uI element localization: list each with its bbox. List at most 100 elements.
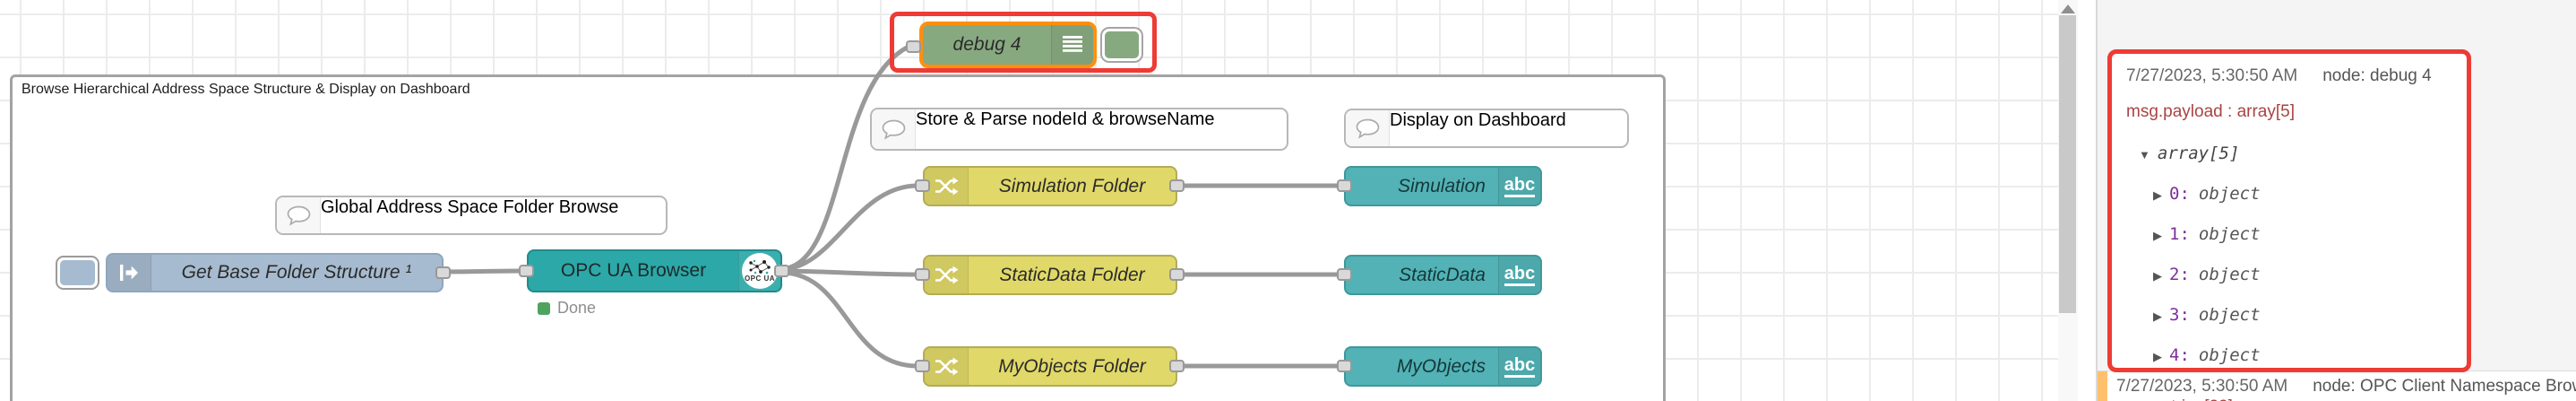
switch-node-label: StaticData Folder bbox=[999, 264, 1145, 285]
wire-inject-to-opcua[interactable] bbox=[440, 268, 524, 275]
text-node-label: MyObjects bbox=[1396, 355, 1486, 377]
opcua-node-status: Done bbox=[538, 299, 596, 318]
switch-shuffle-icon bbox=[925, 168, 969, 205]
port-switch-myobj-output[interactable] bbox=[1169, 360, 1185, 372]
inject-trigger-button[interactable] bbox=[56, 256, 99, 290]
inject-node[interactable]: Get Base Folder Structure ¹ bbox=[106, 253, 444, 292]
inject-node-label: Get Base Folder Structure ¹ bbox=[181, 262, 412, 283]
port-text-static-input[interactable] bbox=[1337, 268, 1352, 281]
tree-root-label: array[5] bbox=[2157, 144, 2240, 163]
comment-node-display-dashboard[interactable]: Display on Dashboard bbox=[1344, 109, 1629, 148]
debug-message-timestamp: 7/27/2023, 5:30:50 AM bbox=[2116, 377, 2288, 396]
switch-node-myobjects-folder[interactable]: MyObjects Folder bbox=[923, 346, 1177, 387]
debug-message-property: msg : string[22] bbox=[2116, 397, 2233, 401]
tree-item-type: object bbox=[2198, 184, 2261, 204]
tree-item-key: 4: bbox=[2169, 345, 2190, 365]
tree-item-key: 0: bbox=[2169, 184, 2190, 204]
text-node-simulation[interactable]: Simulation abc bbox=[1344, 166, 1542, 206]
debug-message-opc-client[interactable]: 7/27/2023, 5:30:50 AM node: OPC Client N… bbox=[2098, 370, 2576, 401]
comment-label: Global Address Space Folder Browse bbox=[321, 197, 619, 217]
comment-label: Store & Parse nodeId & browseName bbox=[916, 109, 1215, 129]
debug-message-debug4[interactable]: 7/27/2023, 5:30:50 AM node: debug 4 msg.… bbox=[2107, 49, 2471, 372]
abc-icon: abc bbox=[1498, 168, 1540, 205]
opcua-icon-text: OPC UA bbox=[744, 275, 776, 283]
tree-item-type: object bbox=[2198, 345, 2261, 365]
message-highlight-bar bbox=[2098, 371, 2107, 401]
tree-item-type: object bbox=[2198, 265, 2261, 284]
comment-label: Display on Dashboard bbox=[1390, 110, 1566, 130]
debug-message-source-node: node: debug 4 bbox=[2322, 66, 2432, 85]
debug-enable-toggle[interactable] bbox=[1100, 27, 1143, 63]
wire-opcua-to-switch-myobj[interactable] bbox=[779, 270, 920, 369]
port-switch-static-input[interactable] bbox=[915, 268, 930, 281]
debug-message-timestamp: 7/27/2023, 5:30:50 AM bbox=[2126, 66, 2298, 85]
status-text: Done bbox=[557, 299, 597, 317]
expand-arrow-icon[interactable]: ▶ bbox=[2153, 350, 2162, 363]
switch-node-label: MyObjects Folder bbox=[998, 355, 1146, 377]
scroll-up-arrow-icon[interactable] bbox=[2061, 4, 2075, 13]
text-node-staticdata[interactable]: StaticData abc bbox=[1344, 255, 1542, 295]
collapse-arrow-icon[interactable]: ▼ bbox=[2139, 148, 2150, 161]
abc-icon: abc bbox=[1498, 257, 1540, 293]
comment-node-store-parse[interactable]: Store & Parse nodeId & browseName bbox=[870, 108, 1288, 151]
expand-arrow-icon[interactable]: ▶ bbox=[2153, 188, 2162, 202]
wire-layer bbox=[440, 44, 1341, 369]
tree-item-type: object bbox=[2198, 305, 2261, 325]
inject-trigger-inner bbox=[60, 260, 95, 285]
debug-message-source-node: node: OPC Client Namespace Brow bbox=[2313, 377, 2576, 396]
comment-bubble-icon bbox=[1346, 110, 1390, 146]
wire-opcua-to-switch-sim[interactable] bbox=[779, 183, 920, 272]
port-switch-static-output[interactable] bbox=[1169, 268, 1185, 281]
opcua-logo-icon: OPC UA bbox=[738, 251, 780, 291]
group-label: Browse Hierarchical Address Space Struct… bbox=[22, 82, 470, 97]
expand-arrow-icon[interactable]: ▶ bbox=[2153, 309, 2162, 323]
tree-item-type: object bbox=[2198, 224, 2261, 244]
canvas-vertical-scrollbar[interactable] bbox=[2058, 0, 2078, 401]
opcua-browser-node[interactable]: OPC UA Browser OPC UA bbox=[527, 249, 782, 292]
debug-message-header: 7/27/2023, 5:30:50 AM node: OPC Client N… bbox=[2116, 377, 2576, 397]
wire-opcua-to-debug[interactable] bbox=[779, 44, 911, 272]
switch-node-staticdata-folder[interactable]: StaticData Folder bbox=[923, 255, 1177, 295]
port-opcua-input[interactable] bbox=[519, 265, 534, 277]
port-switch-sim-output[interactable] bbox=[1169, 179, 1185, 192]
debug-list-icon bbox=[1051, 25, 1093, 65]
switch-shuffle-icon bbox=[925, 257, 969, 293]
debug-node[interactable]: debug 4 bbox=[919, 22, 1097, 68]
tree-item-row[interactable]: ▶ 4: object bbox=[2126, 345, 2454, 365]
debug-message-property: msg.payload : array[5] bbox=[2126, 102, 2295, 121]
comment-bubble-icon bbox=[872, 109, 916, 149]
port-switch-myobj-input[interactable] bbox=[915, 360, 930, 372]
debug-toggle-inner bbox=[1105, 31, 1139, 58]
tree-item-row[interactable]: ▶ 1: object bbox=[2126, 224, 2454, 244]
text-node-label: Simulation bbox=[1397, 175, 1486, 196]
debug-sidebar: 7/27/2023, 5:30:50 AM node: debug 4 msg.… bbox=[2098, 0, 2576, 401]
switch-node-label: Simulation Folder bbox=[998, 175, 1146, 196]
expand-arrow-icon[interactable]: ▶ bbox=[2153, 269, 2162, 283]
opcua-node-label: OPC UA Browser bbox=[560, 260, 707, 281]
tree-item-key: 1: bbox=[2169, 224, 2190, 244]
port-text-sim-input[interactable] bbox=[1337, 179, 1352, 192]
inject-arrow-icon bbox=[108, 255, 151, 291]
port-debug-input[interactable] bbox=[906, 40, 921, 53]
comment-node-global-browse[interactable]: Global Address Space Folder Browse bbox=[275, 196, 668, 235]
port-switch-sim-input[interactable] bbox=[915, 179, 930, 192]
tree-item-row[interactable]: ▶ 0: object bbox=[2126, 184, 2454, 204]
sidebar-divider[interactable] bbox=[2096, 0, 2098, 401]
tree-item-key: 3: bbox=[2169, 305, 2190, 325]
switch-node-simulation-folder[interactable]: Simulation Folder bbox=[923, 166, 1177, 206]
port-inject-output[interactable] bbox=[435, 266, 451, 279]
text-node-myobjects[interactable]: MyObjects abc bbox=[1344, 346, 1542, 387]
debug-node-label: debug 4 bbox=[952, 34, 1021, 55]
tree-item-key: 2: bbox=[2169, 265, 2190, 284]
switch-shuffle-icon bbox=[925, 348, 969, 385]
port-text-myobj-input[interactable] bbox=[1337, 360, 1352, 372]
tree-item-row[interactable]: ▶ 3: object bbox=[2126, 305, 2454, 325]
port-opcua-output[interactable] bbox=[774, 265, 789, 277]
expand-arrow-icon[interactable]: ▶ bbox=[2153, 229, 2162, 242]
tree-item-row[interactable]: ▶ 2: object bbox=[2126, 265, 2454, 284]
flow-canvas[interactable]: Browse Hierarchical Address Space Struct… bbox=[0, 0, 2058, 401]
wire-opcua-to-switch-static[interactable] bbox=[779, 268, 920, 277]
scrollbar-thumb[interactable] bbox=[2059, 15, 2076, 313]
tree-root-row[interactable]: ▼ array[5] bbox=[2126, 144, 2454, 163]
